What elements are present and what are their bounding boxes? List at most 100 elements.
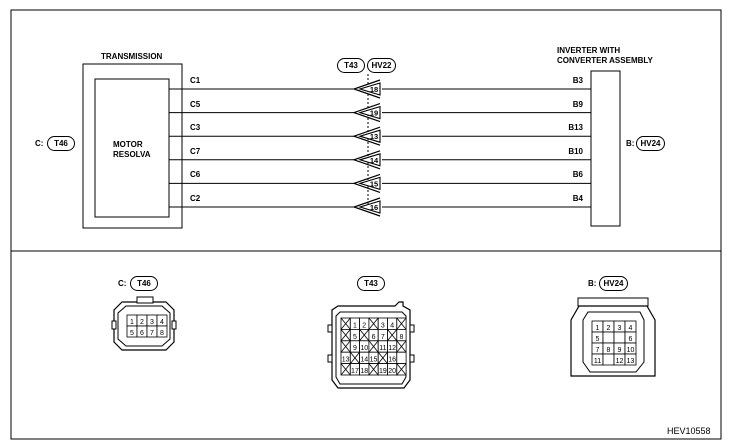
b-pin-cell: 9	[613, 342, 626, 355]
t43-pin-cell: 2	[359, 317, 370, 330]
t43-pin-cell	[396, 317, 407, 330]
t43-pin-cell: 17	[349, 363, 360, 376]
joint-pin-number: 16	[370, 203, 378, 212]
svg-text:1: 1	[130, 319, 134, 326]
svg-text:8: 8	[399, 334, 403, 341]
svg-text:14: 14	[360, 357, 368, 364]
c-pin-cell: 3	[146, 314, 158, 327]
b-pin-cell	[613, 331, 626, 344]
t43-pin-cell: 1	[349, 317, 360, 330]
joint-pin-number: 18	[370, 85, 378, 94]
joint-pin-number: 14	[370, 156, 379, 165]
svg-text:8: 8	[160, 330, 164, 337]
svg-text:16: 16	[388, 357, 396, 364]
t43-pin-cell: 12	[387, 340, 398, 353]
svg-text:4: 4	[629, 325, 633, 332]
t43-pin-cell: 18	[359, 363, 370, 376]
terminal-inner-triangle	[358, 105, 381, 120]
inverter-title-line1: INVERTER WITH	[557, 46, 621, 55]
b-pin-cell: 4	[624, 320, 637, 333]
wire-left-pin: C2	[190, 194, 201, 203]
joint-pin-number: 15	[370, 179, 378, 188]
hv24-connector-tag: HV24	[636, 136, 665, 151]
svg-text:6: 6	[140, 330, 144, 337]
inverter-title-line2: CONVERTER ASSEMBLY	[557, 56, 653, 65]
svg-text:3: 3	[381, 322, 385, 329]
t43-pin-cell	[387, 328, 398, 342]
t43-pin-cell: 19	[377, 363, 388, 376]
b-pin-cell: 13	[624, 353, 637, 366]
svg-text:11: 11	[594, 358, 601, 365]
svg-text:1: 1	[353, 322, 357, 329]
svg-text:18: 18	[360, 368, 368, 375]
b-pin-cell: 12	[613, 353, 626, 366]
svg-text:5: 5	[353, 334, 357, 341]
t43-pin-cell	[396, 363, 407, 376]
outer-frame	[10, 9, 722, 440]
hv22-joint-tag: HV22	[367, 58, 396, 73]
b-pin-cell	[602, 331, 615, 344]
t43-bottom-tag: T43	[357, 276, 385, 291]
t43-pin-cell	[359, 328, 370, 342]
svg-text:19: 19	[379, 368, 387, 375]
t43-pin-cell: 13	[340, 351, 351, 365]
t43-pin-cell	[340, 363, 351, 376]
svg-text:11: 11	[379, 345, 386, 352]
terminal-outer-chevron	[352, 79, 381, 99]
t43-pin-cell	[340, 328, 351, 342]
c-pin-cell: 4	[156, 314, 168, 327]
svg-text:4: 4	[390, 322, 394, 329]
motor-resolva-box	[94, 78, 170, 218]
wire-3: 14	[169, 150, 591, 170]
svg-text:2: 2	[362, 322, 366, 329]
svg-text:2: 2	[607, 325, 611, 332]
b-pin-cell: 8	[602, 342, 615, 355]
c-bottom-prefix: C:	[118, 279, 127, 288]
t43-pin-cell: 15	[368, 351, 379, 365]
terminal-outer-chevron	[352, 126, 381, 146]
wire-right-pin: B6	[572, 170, 583, 180]
svg-text:9: 9	[618, 347, 622, 354]
c-pin-cell: 8	[156, 325, 168, 338]
svg-text:8: 8	[607, 347, 611, 354]
wire-right-pin: B9	[572, 99, 583, 109]
wire-left-pin: C3	[190, 123, 201, 133]
wire-left-pin: C6	[190, 170, 201, 180]
svg-text:6: 6	[372, 334, 376, 341]
b-pin-cell: 7	[591, 342, 604, 355]
t43-pin-cell: 14	[359, 351, 370, 365]
wire-4: 15	[169, 173, 591, 193]
c-pin-cell: 6	[136, 325, 148, 338]
svg-text:7: 7	[381, 334, 385, 341]
wire-left-pin: C7	[190, 146, 201, 156]
terminal-inner-triangle	[358, 129, 381, 143]
b-pin-cell: 6	[624, 331, 637, 344]
figure-id: HEV10558	[667, 426, 711, 436]
svg-text:10: 10	[627, 347, 635, 354]
t43-pin-cell: 16	[387, 351, 398, 365]
c-pin-cell: 7	[146, 325, 158, 338]
joint-pin-number: 13	[370, 132, 378, 141]
b-pin-cell: 1	[591, 320, 604, 333]
b-connector-prefix: B:	[626, 139, 635, 148]
svg-text:12: 12	[388, 345, 396, 352]
t43-pin-cell	[396, 351, 407, 365]
b-pin-cell	[602, 353, 615, 366]
svg-text:3: 3	[618, 325, 622, 332]
svg-text:13: 13	[627, 358, 635, 365]
t46-bottom-tag: T46	[130, 276, 158, 291]
terminal-outer-chevron	[352, 197, 381, 217]
t43-pin-cell: 8	[396, 328, 407, 342]
wire-0: 18	[169, 79, 591, 99]
wire-right-pin: B10	[568, 146, 583, 156]
b-pin-cell: 5	[591, 331, 604, 344]
b-pin-cell: 2	[602, 320, 615, 333]
terminal-inner-triangle	[358, 82, 381, 96]
svg-text:20: 20	[388, 368, 396, 375]
t43-pin-cell: 3	[377, 317, 388, 330]
t43-pin-cell: 5	[349, 328, 360, 342]
svg-text:7: 7	[150, 330, 154, 337]
svg-text:15: 15	[370, 357, 378, 364]
